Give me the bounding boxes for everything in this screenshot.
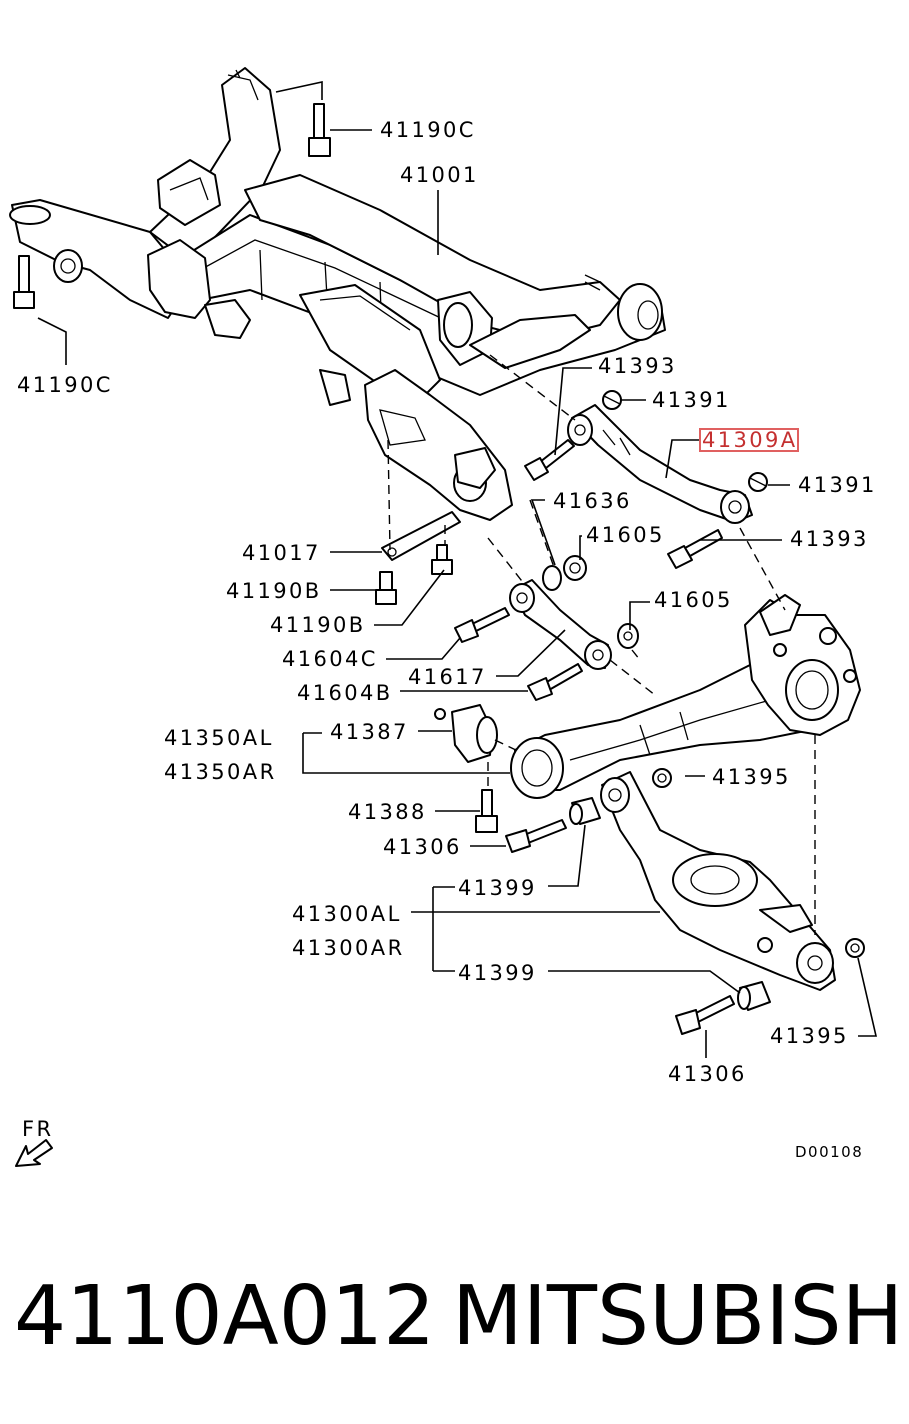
callout-41399-top: 41399	[458, 876, 537, 900]
brand-name: MITSUBISHI	[452, 1269, 909, 1364]
bolt-41393-right	[667, 529, 723, 569]
fr-label: FR	[22, 1117, 53, 1141]
bush-41399-top	[569, 797, 601, 825]
callout-41393-top: 41393	[598, 354, 677, 378]
callout-41399-bottom: 41399	[458, 961, 537, 985]
callout-41391-right: 41391	[798, 473, 877, 497]
callout-41306-bottom: 41306	[668, 1062, 747, 1086]
bolt-41306-top	[505, 819, 567, 853]
callout-41350AL: 41350AL	[164, 726, 274, 750]
bush-41605-a	[563, 555, 587, 581]
callout-41395-top: 41395	[712, 765, 791, 789]
callout-41306-top: 41306	[383, 835, 462, 859]
callout-41387: 41387	[330, 720, 409, 744]
part-number: 4110A012	[14, 1269, 436, 1364]
nut-41391-top	[602, 390, 622, 410]
callout-41604C: 41604C	[282, 647, 378, 671]
callout-41391-top: 41391	[652, 388, 731, 412]
bolt-41190B-a	[375, 571, 397, 605]
knuckle	[744, 594, 861, 736]
bolt-41190C-top	[308, 103, 331, 157]
bush-41399-bottom	[737, 981, 771, 1011]
callout-41017: 41017	[242, 541, 321, 565]
nut-41391-right	[748, 472, 768, 492]
leader-lines	[37, 81, 878, 1058]
callout-41395-bottom: 41395	[770, 1024, 849, 1048]
bolt-41190B-b	[431, 544, 453, 575]
nut-41395-bottom	[845, 938, 865, 958]
callout-41190B-b: 41190B	[270, 613, 366, 637]
bolt-41604C	[454, 607, 510, 643]
bushing-41387	[434, 704, 498, 763]
bush-41636	[542, 565, 562, 591]
callout-41309A: 41309A	[702, 428, 798, 452]
callout-41605-a: 41605	[586, 523, 665, 547]
callout-41190C-left: 41190C	[17, 373, 113, 397]
bolt-41388	[475, 789, 498, 833]
rear-crossmember	[9, 67, 666, 521]
callout-41617: 41617	[408, 665, 487, 689]
bush-41605-b	[617, 623, 639, 649]
front-direction-indicator: FR	[15, 1117, 53, 1167]
callout-41393-right: 41393	[790, 527, 869, 551]
callout-41300AR: 41300AR	[292, 936, 405, 960]
bolt-41604B	[527, 663, 583, 701]
callout-41636: 41636	[553, 489, 632, 513]
front-arrow-icon	[15, 1139, 53, 1167]
bracket-41017	[381, 511, 461, 561]
bolt-41306-bottom	[675, 995, 735, 1035]
callout-41350AR: 41350AR	[164, 760, 277, 784]
drawing-code: D00108	[795, 1143, 863, 1161]
callout-41605-b: 41605	[654, 588, 733, 612]
parts-diagram: 41190C 41001 41190C 41393 41391 41309A 4…	[9, 67, 878, 1167]
bolt-41393-top	[524, 439, 575, 481]
highlight-box	[699, 428, 799, 452]
callout-41604B: 41604B	[297, 681, 393, 705]
upper-control-arm-41309A	[567, 404, 753, 524]
toe-link-41617	[509, 579, 612, 670]
lower-arm-41300	[600, 771, 836, 991]
bolt-41190C-left	[13, 255, 35, 309]
callout-labels: 41190C 41001 41190C 41393 41391 41309A 4…	[17, 118, 877, 1086]
assembly-lines	[387, 354, 816, 935]
callout-41300AL: 41300AL	[292, 902, 402, 926]
footer: 4110A012 MITSUBISHI	[0, 1262, 909, 1382]
callout-41001: 41001	[400, 163, 479, 187]
callout-41190B-a: 41190B	[226, 579, 322, 603]
callout-41388: 41388	[348, 800, 427, 824]
nut-41395-top	[652, 768, 672, 788]
callout-41190C-top: 41190C	[380, 118, 476, 142]
